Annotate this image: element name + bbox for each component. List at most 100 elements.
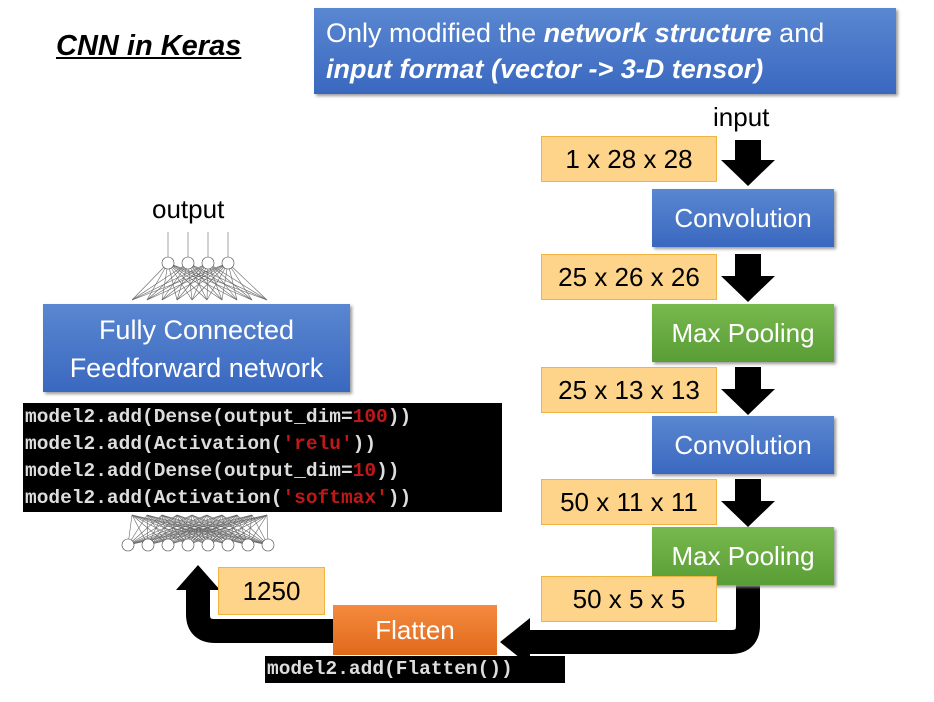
- down-arrows: [721, 140, 775, 527]
- code-token: model2.add(Activation(: [25, 433, 283, 455]
- neuron-node: [221, 256, 235, 270]
- left-arrowhead-icon: [500, 618, 530, 666]
- page-title: CNN in Keras: [56, 30, 242, 62]
- network-edge: [176, 262, 229, 301]
- banner-emphasis: input format (vector -> 3-D tensor): [326, 54, 764, 84]
- code-line: model2.add(Dense(output_dim=100)): [25, 404, 502, 431]
- neuron-node: [201, 256, 215, 270]
- network-edge: [161, 262, 229, 301]
- neuron-node: [121, 538, 135, 552]
- code-token: 10: [352, 460, 377, 482]
- network-edge: [176, 262, 209, 301]
- network-edge: [221, 514, 269, 546]
- code-token: model2.add(Dense(output_dim=: [25, 406, 353, 428]
- network-edge: [206, 514, 269, 546]
- shape-box: 50 x 11 x 11: [541, 479, 717, 525]
- network-edge: [131, 514, 189, 546]
- network-edge: [191, 514, 229, 546]
- network-edge: [227, 262, 238, 301]
- network-edge: [176, 262, 189, 301]
- network-edge: [131, 262, 229, 301]
- network-edge: [161, 262, 209, 301]
- network-edge: [146, 514, 209, 546]
- network-edge: [227, 262, 253, 301]
- neuron-node: [161, 538, 175, 552]
- network-edge: [207, 262, 253, 301]
- network-edge: [146, 262, 189, 301]
- network-edge: [161, 514, 209, 546]
- network-edge: [147, 514, 178, 546]
- down-arrow-icon: [721, 140, 775, 186]
- network-edge: [221, 514, 249, 546]
- network-edge: [146, 514, 229, 546]
- down-arrow-icon: [721, 254, 775, 302]
- network-edge: [176, 514, 209, 546]
- network-edge: [227, 262, 268, 301]
- network-edge: [127, 514, 163, 546]
- code-token: )): [387, 487, 412, 509]
- network-edge: [146, 262, 209, 301]
- convolution-layer: Convolution: [652, 189, 834, 247]
- output-label: output: [152, 194, 225, 224]
- network-edge: [206, 514, 249, 546]
- code-token: 'softmax': [282, 487, 388, 509]
- neuron-node: [261, 538, 275, 552]
- network-edge: [131, 514, 169, 546]
- flatten-code: model2.add(Flatten()): [265, 656, 565, 683]
- network-edge: [131, 262, 189, 301]
- network-edge: [176, 514, 249, 546]
- network-edge: [161, 262, 189, 301]
- neuron-node: [221, 538, 235, 552]
- flow-arrow-right: [530, 585, 760, 654]
- neuron-node: [201, 538, 215, 552]
- network-edge: [161, 514, 229, 546]
- code-line: model2.add(Dense(output_dim=10)): [25, 458, 502, 485]
- network-diagram: [121, 232, 275, 552]
- code-token: )): [387, 406, 412, 428]
- code-token: model2.add(Activation(: [25, 487, 283, 509]
- down-arrow-icon: [721, 479, 775, 527]
- shape-box: 1 x 28 x 28: [541, 136, 717, 182]
- banner-text: Only modified the: [326, 18, 544, 48]
- fc-line: Fully Connected: [98, 315, 295, 345]
- shape-box: 50 x 5 x 5: [541, 576, 717, 622]
- neuron-node: [241, 538, 255, 552]
- network-edge: [167, 262, 178, 301]
- max-pooling-layer: Max Pooling: [652, 527, 834, 585]
- fc-line: Feedforward network: [69, 353, 324, 383]
- neuron-node: [141, 538, 155, 552]
- network-edge: [206, 262, 229, 301]
- network-edge: [187, 262, 253, 301]
- code-line: model2.add(Activation('softmax')): [25, 485, 502, 512]
- neuron-node: [161, 256, 175, 270]
- network-edge: [187, 262, 238, 301]
- shape-box: 25 x 26 x 26: [541, 254, 717, 300]
- neuron-node: [181, 538, 195, 552]
- network-edge: [131, 262, 169, 301]
- code-token: 'relu': [282, 433, 353, 455]
- shape-box: 1250: [218, 567, 325, 615]
- network-edge: [187, 262, 268, 301]
- code-line: model2.add(Activation('relu')): [25, 431, 502, 458]
- network-edge: [207, 262, 268, 301]
- banner-text: and: [771, 18, 825, 48]
- code-token: )): [352, 433, 377, 455]
- code-token: 100: [352, 406, 388, 428]
- network-edge: [131, 514, 229, 546]
- max-pooling-layer: Max Pooling: [652, 304, 834, 362]
- network-edge: [131, 262, 209, 301]
- neuron-node: [181, 256, 195, 270]
- network-edge: [191, 262, 209, 301]
- code-token: )): [376, 460, 400, 482]
- network-edge: [146, 262, 229, 301]
- code-token: model2.add(Dense(output_dim=: [25, 460, 353, 482]
- dense-code-block: model2.add(Dense(output_dim=100))model2.…: [23, 403, 502, 512]
- network-edge: [176, 514, 229, 546]
- network-edge: [236, 514, 269, 546]
- network-edge: [131, 514, 209, 546]
- convolution-layer: Convolution: [652, 416, 834, 474]
- network-edge: [187, 262, 208, 301]
